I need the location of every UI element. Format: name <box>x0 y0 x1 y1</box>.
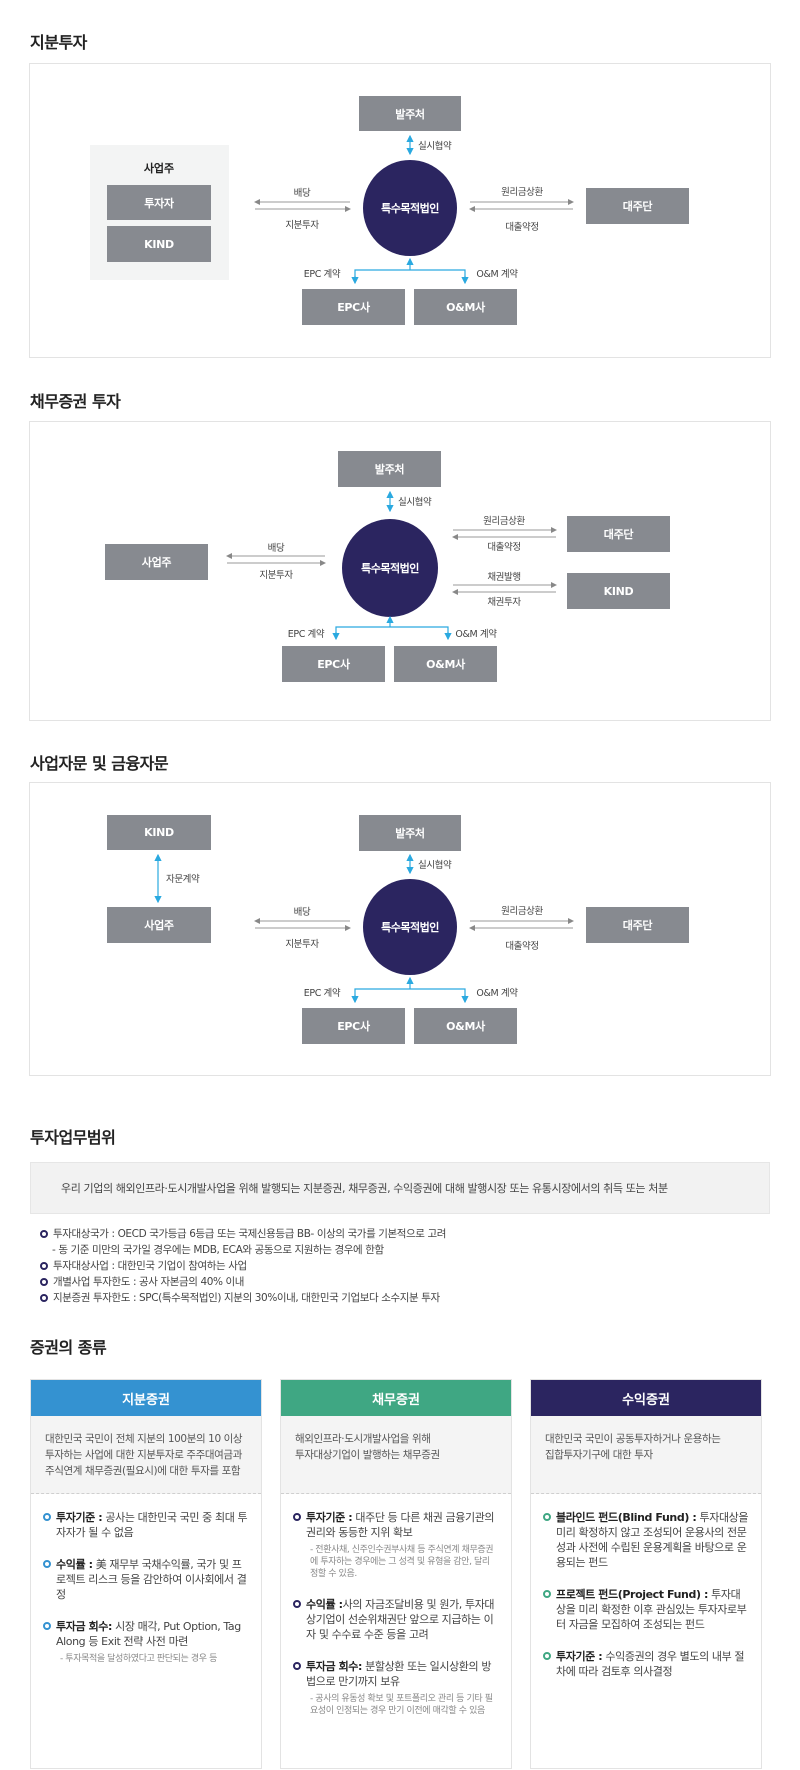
repayment-label: 원리금상환 <box>483 516 525 527</box>
sponsor-box: 사업주 <box>105 544 208 580</box>
epc-contract-label: EPC 계약 <box>303 269 341 280</box>
repayment-label: 원리금상환 <box>501 187 543 198</box>
card-description: 대한민국 국민이 공동투자하거나 운용하는 집합투자기구에 대한 투자 <box>531 1416 761 1494</box>
card-note: - 투자목적을 달성하였다고 판단되는 경우 등 <box>60 1654 217 1664</box>
om-contract-label: O&M 계약 <box>476 988 518 999</box>
dividend-label: 배당 <box>267 543 285 554</box>
section-title-debt: 채무증권 투자 <box>30 392 121 411</box>
lenders-box: 대주단 <box>586 188 689 224</box>
lenders-box: 대주단 <box>586 907 689 943</box>
card-debt-securities: 채무증권 해외인프라·도시개발사업을 위해 투자대상기업이 발행하는 채무증권 … <box>280 1379 512 1769</box>
scope-item: 투자대상사업 : 대한민국 기업이 참여하는 사업 <box>40 1258 446 1274</box>
spc-circle: 특수목적법인 <box>363 160 457 256</box>
card-note: - 전환사채, 신주인수권부사채 등 주식연계 채무증권에 투자하는 경우에는 … <box>310 1545 494 1579</box>
sponsor-box: 사업주 <box>107 907 211 943</box>
scope-summary: 우리 기업의 해외인프라·도시개발사업을 위해 발행되는 지분증권, 채무증권,… <box>61 1182 668 1195</box>
client-box: 발주처 <box>359 815 461 851</box>
scope-summary-box: 우리 기업의 해외인프라·도시개발사업을 위해 발행되는 지분증권, 채무증권,… <box>30 1162 770 1214</box>
section-title-equity: 지분투자 <box>30 33 87 52</box>
kind-box: KIND <box>107 226 211 262</box>
bullet-icon <box>43 1560 51 1568</box>
lenders-box: 대주단 <box>567 516 670 552</box>
section-title-types: 증권의 종류 <box>30 1338 107 1357</box>
om-box: O&M사 <box>394 646 497 682</box>
scope-item: 지분증권 투자한도 : SPC(특수목적법인) 지분의 30%이내, 대한민국 … <box>40 1290 446 1306</box>
implementation-label: 실시협약 <box>418 141 452 152</box>
bullet-icon <box>293 1513 301 1521</box>
om-box: O&M사 <box>414 1008 517 1044</box>
loan-label: 대출약정 <box>505 941 539 952</box>
scope-item: 개별사업 투자한도 : 공사 자본금의 40% 이내 <box>40 1274 446 1290</box>
kind-box: KIND <box>107 815 211 850</box>
repayment-label: 원리금상환 <box>501 906 543 917</box>
bullet-icon <box>43 1513 51 1521</box>
loan-label: 대출약정 <box>487 542 521 553</box>
client-box: 발주처 <box>338 451 441 487</box>
client-box: 발주처 <box>359 96 461 131</box>
bullet-icon <box>293 1662 301 1670</box>
card-header: 지분증권 <box>31 1380 261 1416</box>
bullet-icon <box>40 1294 48 1302</box>
card-item: 블라인드 펀드(Blind Fund) : 투자대상을 미리 확정하지 않고 조… <box>543 1510 749 1570</box>
bullet-icon <box>43 1622 51 1630</box>
bullet-icon <box>543 1590 551 1598</box>
bullet-icon <box>40 1278 48 1286</box>
epc-box: EPC사 <box>302 1008 405 1044</box>
spc-circle: 특수목적법인 <box>342 519 438 617</box>
card-item: 투자기준 : 공사는 대한민국 국민 중 최대 투자자가 될 수 없음 <box>43 1510 249 1540</box>
bond-invest-label: 채권투자 <box>487 597 521 608</box>
card-description: 대한민국 국민이 전체 지분의 100분의 10 이상 투자하는 사업에 대한 … <box>31 1416 261 1494</box>
om-contract-label: O&M 계약 <box>455 629 497 640</box>
card-item: 투자금 회수: 시장 매각, Put Option, Tag Along 등 E… <box>43 1619 249 1665</box>
dividend-label: 배당 <box>293 907 311 918</box>
implementation-label: 실시협약 <box>418 860 452 871</box>
card-description: 해외인프라·도시개발사업을 위해 투자대상기업이 발행하는 채무증권 <box>281 1416 511 1494</box>
card-header: 수익증권 <box>531 1380 761 1416</box>
bullet-icon <box>40 1262 48 1270</box>
investor-box: 투자자 <box>107 185 211 220</box>
scope-item: 투자대상국가 : OECD 국가등급 6등급 또는 국제신용등급 BB- 이상의… <box>40 1226 446 1242</box>
spc-circle: 특수목적법인 <box>363 879 457 975</box>
section-title-scope: 투자업무범위 <box>30 1128 116 1147</box>
equity-invest-label: 지분투자 <box>285 939 319 950</box>
card-item: 프로젝트 펀드(Project Fund) : 투자대상을 미리 확정한 이후 … <box>543 1587 749 1632</box>
epc-box: EPC사 <box>302 289 405 325</box>
scope-list: 투자대상국가 : OECD 국가등급 6등급 또는 국제신용등급 BB- 이상의… <box>40 1226 446 1306</box>
card-beneficiary-securities: 수익증권 대한민국 국민이 공동투자하거나 운용하는 집합투자기구에 대한 투자… <box>530 1379 762 1769</box>
equity-invest-label: 지분투자 <box>285 220 319 231</box>
card-item: 수익률 :사의 자금조달비용 및 원가, 투자대상기업이 선순위채권단 앞으로 … <box>293 1597 499 1642</box>
card-header: 채무증권 <box>281 1380 511 1416</box>
card-item: 투자금 회수: 분할상환 또는 일시상환의 방법으로 만기까지 보유- 공사의 … <box>293 1659 499 1717</box>
epc-contract-label: EPC 계약 <box>303 988 341 999</box>
implementation-label: 실시협약 <box>398 497 432 508</box>
advisory-contract-label: 자문계약 <box>166 874 200 885</box>
card-item: 투자기준 : 수익증권의 경우 별도의 내부 절차에 따라 검토후 의사결정 <box>543 1649 749 1679</box>
loan-label: 대출약정 <box>505 222 539 233</box>
sponsor-panel-title: 사업주 <box>143 162 175 175</box>
bullet-icon <box>40 1230 48 1238</box>
scope-subitem: - 동 기준 미만의 국가일 경우에는 MDB, ECA와 공동으로 지원하는 … <box>52 1244 384 1256</box>
section-title-advisory: 사업자문 및 금융자문 <box>30 754 169 773</box>
om-box: O&M사 <box>414 289 517 325</box>
epc-box: EPC사 <box>282 646 385 682</box>
card-item: 수익률 : 美 재무부 국채수익률, 국가 및 프로젝트 리스크 등을 감안하여… <box>43 1557 249 1602</box>
card-item: 투자기준 : 대주단 등 다른 채권 금융기관의 권리와 동등한 지위 확보- … <box>293 1510 499 1580</box>
dividend-label: 배당 <box>293 188 311 199</box>
card-note: - 공사의 유동성 확보 및 포트폴리오 관리 등 기타 필요성이 인정되는 경… <box>310 1694 493 1716</box>
epc-contract-label: EPC 계약 <box>287 629 325 640</box>
bullet-icon <box>543 1652 551 1660</box>
bullet-icon <box>543 1513 551 1521</box>
kind-box: KIND <box>567 573 670 609</box>
bond-issue-label: 채권발행 <box>487 572 521 583</box>
equity-invest-label: 지분투자 <box>259 570 293 581</box>
bullet-icon <box>293 1600 301 1608</box>
om-contract-label: O&M 계약 <box>476 269 518 280</box>
card-equity-securities: 지분증권 대한민국 국민이 전체 지분의 100분의 10 이상 투자하는 사업… <box>30 1379 262 1769</box>
